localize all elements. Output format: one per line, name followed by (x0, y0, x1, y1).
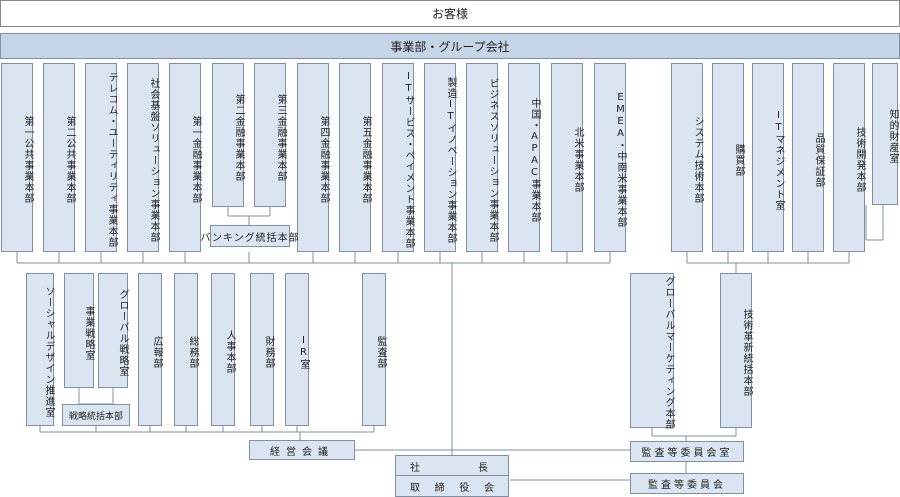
unit-ip-office: 知的財産室 (872, 63, 898, 205)
unit-social-design: ソーシャルデザイン推進室 (26, 273, 54, 426)
president-label-1: 社 (410, 462, 426, 474)
management-meeting-box: 経営会議 (249, 440, 355, 460)
unit-north-america: 北米事業本部 (551, 63, 583, 252)
unit-finance-1: 第一金融事業本部 (169, 63, 201, 252)
unit-finance: 財務部 (250, 273, 274, 426)
unit-public-1: 第一公共事業本部 (1, 63, 33, 252)
audit-office-box: 監査等委員会室 (630, 441, 744, 462)
unit-telecom: テレコム・ユーティリティ事業本部 (85, 63, 117, 252)
unit-finance-2: 第二金融事業本部 (212, 63, 244, 207)
unit-general-affairs: 総務部 (174, 273, 198, 426)
unit-business-solution: ビジネスソリューション事業本部 (466, 63, 498, 252)
unit-finance-3: 第三金融事業本部 (254, 63, 286, 207)
unit-hr: 人事本部 (211, 273, 235, 426)
unit-business-strategy: 事業戦略室 (64, 273, 94, 388)
unit-china-apac: 中国・APAC事業本部 (508, 63, 540, 252)
customer-box: お客様 (0, 0, 900, 27)
unit-global-strategy: グローバル戦略室 (98, 273, 128, 388)
unit-public-2: 第二公共事業本部 (43, 63, 75, 252)
unit-manufacturing: 製造ITイノベーション事業本部 (424, 63, 456, 252)
president-box: 社 長 (395, 455, 509, 477)
board-box: 取 締 役 会 (395, 475, 509, 497)
unit-social-infra: 社会基盤ソリューション事業本部 (127, 63, 159, 252)
unit-audit: 監査部 (362, 273, 386, 426)
unit-it-payment: ITサービス・ペイメント事業本部 (382, 63, 414, 252)
unit-finance-5: 第五金融事業本部 (339, 63, 371, 252)
board-label-3: 役 (459, 482, 470, 494)
unit-finance-4: 第四金融事業本部 (297, 63, 329, 252)
strategy-hq-box: 戦略統括本部 (62, 404, 130, 426)
president-label-2: 長 (478, 462, 494, 474)
unit-purchasing: 購買部 (712, 63, 744, 252)
unit-system-tech: システム技術本部 (671, 63, 703, 252)
audit-committee-box: 監査等委員会 (630, 473, 744, 494)
unit-tech-innovation: 技術革新統括本部 (720, 273, 752, 428)
unit-it-management: ITマネジメント室 (752, 63, 784, 252)
banking-hq-box: バンキング統括本部 (200, 225, 299, 247)
board-label-2: 締 (434, 482, 445, 494)
unit-global-marketing: グローバルマーケティング本部 (630, 273, 674, 430)
unit-ir: IR室 (285, 273, 309, 426)
unit-pr: 広報部 (138, 273, 162, 426)
unit-quality-assurance: 品質保証部 (792, 63, 824, 252)
group-header: 事業部・グループ会社 (0, 33, 900, 59)
unit-tech-development: 技術開発本部 (833, 63, 865, 252)
board-label-4: 会 (483, 482, 494, 494)
board-label-1: 取 (410, 482, 420, 494)
unit-emea: EMEA・中南米事業本部 (594, 63, 626, 252)
